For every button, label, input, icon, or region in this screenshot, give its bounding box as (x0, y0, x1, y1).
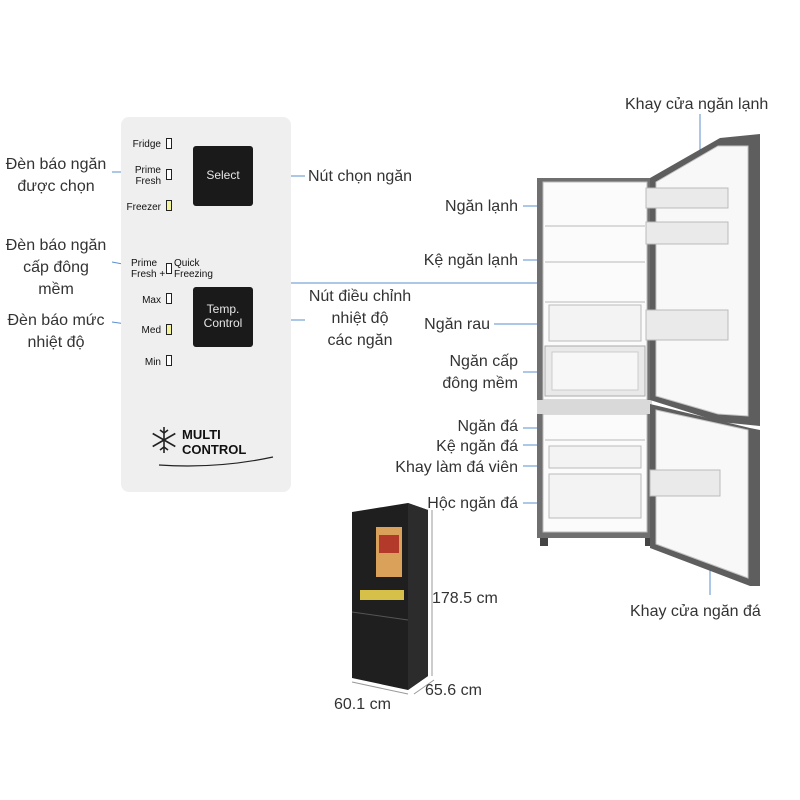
freezer-drawer-label: Hộc ngăn đá (427, 495, 518, 512)
prime-fresh-led (166, 169, 172, 180)
soft-freeze-indicator-label-1: Đèn báo ngăn (5, 237, 107, 254)
temp-button-label-2: Control (203, 316, 243, 330)
freezer-label: Freezer (126, 202, 161, 213)
prime-fresh-label-1: Prime (134, 165, 161, 176)
temp-level-indicator-label-1: Đèn báo mức (7, 312, 105, 329)
snowflake-icon (152, 427, 176, 453)
quick-freezing-1: Quick (174, 258, 200, 269)
med-led (166, 324, 172, 335)
prime-fresh-plus-1: Prime (131, 258, 158, 269)
height-dimension: 178.5 cm (432, 590, 498, 607)
med-label: Med (141, 325, 161, 336)
temp-adjust-caption-1: Nút điều chỉnh (308, 288, 412, 305)
selected-indicator-label-2: được chọn (17, 178, 95, 195)
vegetable-drawer-label: Ngăn rau (424, 316, 490, 333)
control-panel: Fridge Prime Fresh Freezer Select Prime … (121, 117, 291, 492)
multi-control-logo: MULTI CONTROL (149, 423, 279, 467)
fridge-label: Fridge (132, 139, 161, 150)
freezer-compartment-label: Ngăn đá (457, 418, 519, 435)
min-led (166, 355, 172, 366)
multi-text: MULTI (182, 427, 221, 442)
min-label: Min (144, 357, 161, 368)
temp-adjust-caption-3: các ngăn (327, 332, 393, 349)
fridge-door-tray-label: Khay cửa ngăn lạnh (625, 96, 769, 113)
fridge-shelf-label: Kệ ngăn lạnh (423, 252, 518, 269)
select-button-label: Select (206, 168, 240, 182)
temp-level-indicator-label-2: nhiệt độ (27, 334, 85, 351)
temp-button-label-1: Temp. (206, 302, 240, 316)
logo-swoosh (158, 456, 274, 467)
prime-fresh-label-2: Fresh (135, 176, 161, 187)
width-dimension: 60.1 cm (334, 696, 391, 713)
ice-tray-label: Khay làm đá viên (395, 459, 518, 476)
soft-freeze-indicator-label-2: cấp đông (23, 259, 89, 276)
fridge-compartment-label: Ngăn lạnh (445, 198, 518, 215)
temp-control-button[interactable]: Temp. Control (193, 287, 253, 347)
select-button[interactable]: Select (193, 146, 253, 206)
freezer-led (166, 200, 172, 211)
soft-freeze-led (166, 263, 172, 274)
max-label: Max (142, 295, 161, 306)
selected-indicator-label-1: Đèn báo ngăn (5, 156, 107, 173)
control-text: CONTROL (182, 442, 247, 457)
temp-adjust-caption-2: nhiệt độ (331, 310, 389, 327)
freezer-door-tray-label: Khay cửa ngăn đá (630, 603, 761, 620)
max-led (166, 293, 172, 304)
prime-fresh-plus-2: Fresh + (131, 269, 166, 280)
select-button-caption: Nút chọn ngăn (308, 168, 413, 185)
fridge-led (166, 138, 172, 149)
soft-freeze-label-2: đông mềm (442, 375, 518, 392)
soft-freeze-label-1: Ngăn cấp (449, 353, 519, 370)
freezer-shelf-label: Kệ ngăn đá (436, 438, 518, 455)
quick-freezing-2: Freezing (174, 269, 213, 280)
soft-freeze-indicator-label-3: mềm (38, 281, 74, 298)
depth-dimension: 65.6 cm (425, 682, 482, 699)
